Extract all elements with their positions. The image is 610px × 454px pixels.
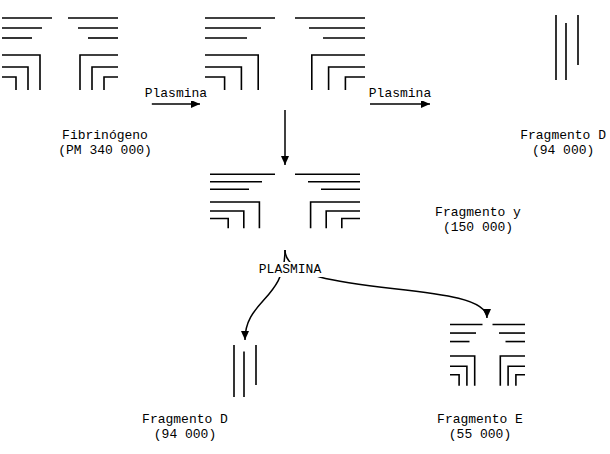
enzyme-label: Plasmina bbox=[367, 86, 433, 101]
fragment-x-figure bbox=[205, 18, 365, 90]
fragment-node: Fibrinógeno(PM 340 000) bbox=[0, 10, 152, 158]
fragment-label: (94 000) bbox=[142, 427, 228, 442]
fragment-e-figure bbox=[450, 325, 525, 386]
fragment-label: Fibrinógeno bbox=[58, 128, 152, 143]
text-group: Fibrinógeno(PM 340 000) bbox=[58, 128, 152, 158]
fragment-label: Fragmento D bbox=[142, 412, 228, 427]
fragment-label: (55 000) bbox=[437, 427, 523, 442]
enzyme-label: Plasmina bbox=[143, 86, 209, 101]
fibrinogen-figure bbox=[2, 18, 118, 90]
reaction-arrow bbox=[370, 103, 430, 105]
fragment-node bbox=[200, 10, 370, 110]
reaction-arrow bbox=[284, 110, 286, 165]
text-group: Fragmento y(150 000) bbox=[435, 205, 521, 235]
fragment-d-figure bbox=[556, 15, 578, 80]
reaction-arrow bbox=[152, 103, 200, 105]
reaction-arrow bbox=[285, 250, 487, 318]
fragment-node: Fragmento D(94 000) bbox=[430, 10, 606, 158]
enzyme-label: PLASMINA bbox=[257, 262, 323, 277]
fragment-label: (94 000) bbox=[520, 143, 606, 158]
fragment-node: Fragmento E(55 000) bbox=[437, 318, 527, 442]
text-group: Fragmento D(94 000) bbox=[142, 412, 228, 442]
fragment-node: Fragmento D(94 000) bbox=[140, 340, 262, 442]
fragment-node: Fragmento y(150 000) bbox=[205, 165, 521, 250]
text-group: Fragmento E(55 000) bbox=[437, 412, 523, 442]
fragment-label: Fragmento y bbox=[435, 205, 521, 220]
fragment-label: Fragmento E bbox=[437, 412, 523, 427]
text-group: Fragmento D(94 000) bbox=[520, 128, 606, 158]
fragment-label: (PM 340 000) bbox=[58, 143, 152, 158]
fragment-label: Fragmento D bbox=[520, 128, 606, 143]
fragment-label: (150 000) bbox=[435, 220, 521, 235]
fragment-d-figure bbox=[234, 345, 256, 397]
fragment-y-figure bbox=[210, 174, 360, 228]
